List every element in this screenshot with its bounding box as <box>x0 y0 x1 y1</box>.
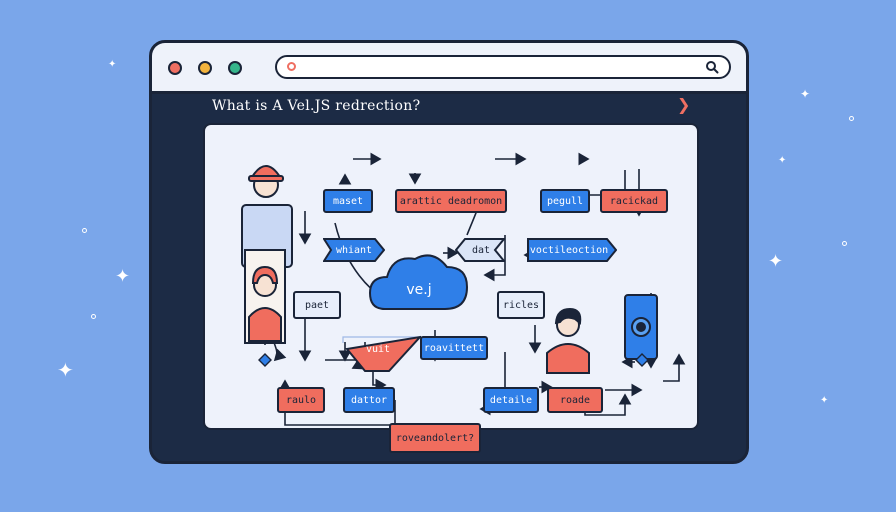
node-dat-shape <box>455 238 505 262</box>
node-pegull[interactable]: pegull <box>540 189 590 213</box>
node-voctieleoction[interactable]: voctileoction <box>529 244 609 256</box>
sparkle-icon: ✦ <box>115 266 131 287</box>
node-dattor[interactable]: dattor <box>343 387 395 413</box>
address-bar[interactable] <box>275 55 731 79</box>
dot-decoration <box>849 116 854 121</box>
node-detaile[interactable]: detaile <box>483 387 539 413</box>
person-illustration <box>546 307 590 374</box>
connector <box>325 359 387 392</box>
node-roveandolert[interactable]: roveandolert? <box>389 423 481 453</box>
node-paet[interactable]: paet <box>293 291 341 319</box>
node-whiant[interactable]: whiant <box>335 244 373 256</box>
diamond-icon <box>258 353 649 367</box>
node-vuit[interactable]: vuit <box>365 343 391 355</box>
sparkle-icon: ✦ <box>778 155 787 166</box>
node-ricles[interactable]: ricles <box>497 291 545 319</box>
close-window-button[interactable] <box>168 61 182 75</box>
diagram-panel: maset pegull dattor detaile roavittett a… <box>203 123 699 453</box>
site-icon <box>287 62 296 71</box>
chevron-right-icon[interactable]: ❯ <box>677 95 691 114</box>
node-vuit-shape <box>345 335 421 372</box>
sparkle-icon: ✦ <box>820 395 829 406</box>
node-maset[interactable]: maset <box>323 189 373 213</box>
maximize-window-button[interactable] <box>228 61 242 75</box>
browser-window: What is A Vel.JS redrection? ❯ <box>149 40 749 464</box>
cloud-icon <box>368 254 469 310</box>
browser-titlebar <box>152 43 746 94</box>
node-arattic[interactable]: arattic deadromon <box>395 189 507 213</box>
search-icon[interactable] <box>705 60 719 74</box>
dot-decoration <box>82 228 87 233</box>
node-roade[interactable]: roade <box>547 387 603 413</box>
node-racickad[interactable]: racickad <box>600 189 668 213</box>
connector <box>483 235 506 282</box>
node-dat[interactable]: dat <box>471 244 491 256</box>
dot-decoration <box>842 241 847 246</box>
cloud-label: ve.j <box>406 282 432 298</box>
page-title: What is A Vel.JS redrection? <box>212 98 421 114</box>
sparkle-icon: ✦ <box>800 87 811 101</box>
node-roavittett[interactable]: roavittett <box>420 336 488 360</box>
phone-icon <box>624 294 658 360</box>
dot-decoration <box>91 314 96 319</box>
connector <box>663 353 686 382</box>
person-illustration <box>241 165 293 344</box>
sparkle-icon: ✦ <box>768 251 784 272</box>
minimize-window-button[interactable] <box>198 61 212 75</box>
node-whiant-shape <box>323 238 385 262</box>
sparkle-icon: ✦ <box>108 59 117 70</box>
sparkle-icon: ✦ <box>57 358 74 382</box>
node-voctieleoction-shape <box>527 238 617 262</box>
node-raulo[interactable]: raulo <box>277 387 325 413</box>
connector <box>466 199 487 236</box>
